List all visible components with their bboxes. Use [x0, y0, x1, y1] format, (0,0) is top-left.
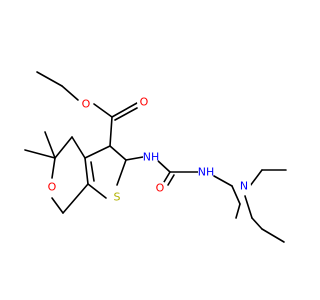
bond	[125, 156, 144, 161]
bond	[62, 183, 89, 214]
sulfur-label: S	[114, 191, 121, 204]
bond	[71, 136, 86, 159]
ring-oxygen-label: O	[48, 181, 57, 194]
bond	[167, 174, 175, 186]
bond	[213, 175, 233, 187]
bond	[156, 159, 171, 173]
carbonyl-oxygen-label: O	[140, 96, 149, 109]
bond	[109, 116, 113, 147]
bond	[84, 145, 111, 159]
ester-oxygen-label: O	[82, 98, 91, 111]
bond	[114, 107, 138, 121]
bond	[231, 185, 241, 205]
bond	[84, 157, 89, 185]
bond	[93, 103, 113, 118]
bond	[51, 157, 56, 179]
urea-nh-right-label: NH	[198, 166, 215, 179]
molecule-structure: O O O S NH O NH N	[24, 71, 287, 243]
bond	[111, 102, 138, 118]
bond-layer	[24, 71, 287, 243]
bond	[251, 217, 263, 230]
bond	[109, 145, 127, 161]
molecule-canvas: O O O S NH O NH N	[24, 71, 287, 243]
bond	[87, 183, 107, 199]
bond	[61, 85, 79, 101]
bond	[54, 136, 73, 159]
bond	[163, 171, 171, 183]
bond	[51, 197, 64, 214]
amine-nitrogen-label: N	[240, 180, 248, 193]
urea-nh-left-label: NH	[143, 151, 160, 164]
urea-oxygen-label: O	[156, 182, 165, 195]
atom-label-layer: O O O S NH O NH N	[45, 95, 251, 204]
bond	[244, 195, 253, 219]
bond	[44, 131, 56, 159]
bond	[90, 161, 95, 182]
bond	[36, 71, 63, 87]
bond	[261, 228, 285, 243]
bond	[116, 159, 127, 186]
bond	[249, 169, 263, 187]
bond	[24, 149, 56, 159]
bond	[235, 203, 241, 219]
